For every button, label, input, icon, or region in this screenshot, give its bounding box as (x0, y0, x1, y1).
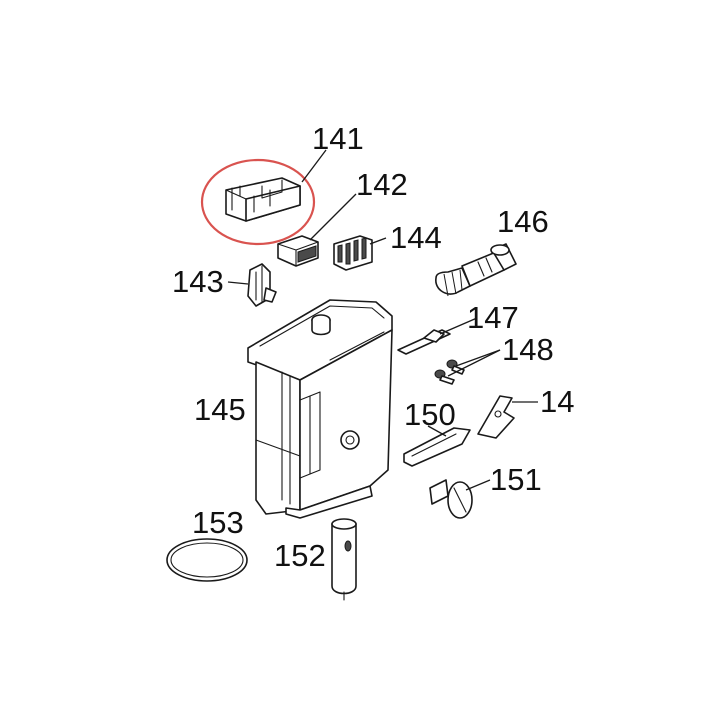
part-153 (166, 538, 248, 582)
label-148: 148 (502, 332, 554, 367)
part-147 (397, 329, 451, 355)
highlight-circle (200, 158, 316, 246)
part-152 (331, 518, 357, 601)
label-146: 146 (497, 204, 549, 239)
part-142 (277, 235, 319, 267)
label-150: 150 (404, 397, 456, 432)
part-14 (477, 395, 515, 439)
part-151 (429, 479, 473, 519)
part-143 (247, 263, 277, 307)
label-147: 147 (467, 300, 519, 335)
label-145: 145 (194, 392, 246, 427)
label-142: 142 (356, 167, 408, 202)
part-146 (435, 243, 517, 297)
leader-lines (227, 149, 538, 491)
part-141 (225, 177, 301, 222)
label-153: 153 (192, 505, 244, 540)
part-145 (247, 299, 393, 519)
label-151: 151 (490, 462, 542, 497)
label-14: 14 (540, 384, 574, 419)
part-labels: 141 142 143 144 145 146 147 148 14 150 1… (172, 121, 574, 573)
label-152: 152 (274, 538, 326, 573)
part-150 (403, 427, 471, 467)
label-144: 144 (390, 220, 442, 255)
part-144 (333, 235, 373, 271)
label-143: 143 (172, 264, 224, 299)
label-141: 141 (312, 121, 364, 156)
part-148 (434, 359, 465, 385)
